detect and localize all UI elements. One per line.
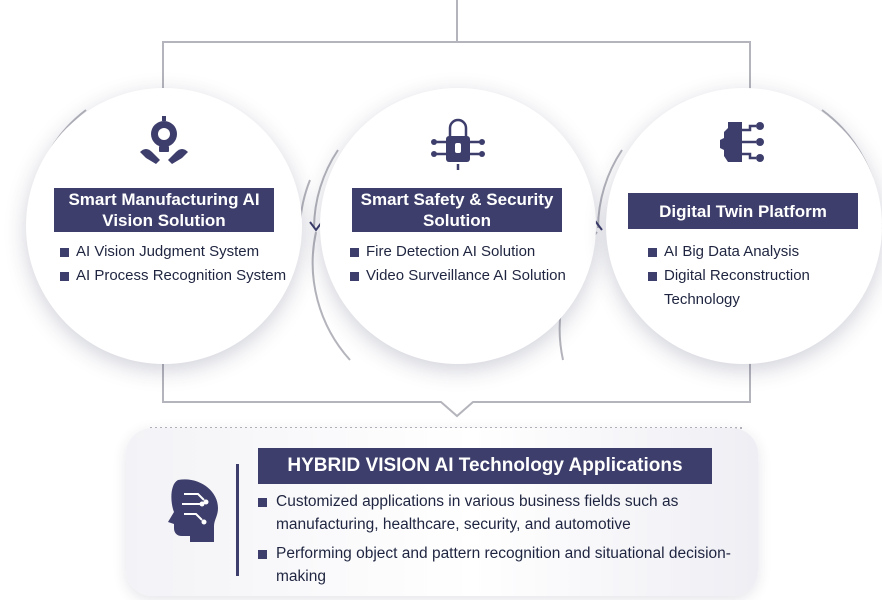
solution-title: Digital Twin Platform <box>628 193 858 229</box>
list-item: Customized applications in various busin… <box>258 490 748 536</box>
list-item: Digital Reconstruction Technology <box>648 264 868 312</box>
gear-network-icon <box>720 122 764 162</box>
divider <box>236 464 239 576</box>
list-item: AI Process Recognition System <box>60 264 290 288</box>
solution-card-digital-twin: Digital Twin Platform AI Big Data Analys… <box>606 88 882 364</box>
solution-card-manufacturing: Smart Manufacturing AI Vision Solution A… <box>26 88 302 364</box>
list-item: Fire Detection AI Solution <box>350 240 580 264</box>
list-item: Performing object and pattern recognitio… <box>258 542 748 588</box>
list-item: AI Big Data Analysis <box>648 240 868 264</box>
solution-title: Smart Manufacturing AI Vision Solution <box>54 188 274 232</box>
solution-title: Smart Safety & Security Solution <box>352 188 562 232</box>
circuit-lock-icon <box>431 118 485 170</box>
solution-card-safety-security: Smart Safety & Security Solution Fire De… <box>320 88 596 364</box>
list-item: AI Vision Judgment System <box>60 240 290 264</box>
gear-bulb-hands-icon <box>140 116 188 164</box>
applications-title: HYBRID VISION AI Technology Applications <box>258 448 712 484</box>
list-item: Video Surveillance AI Solution <box>350 264 580 288</box>
ai-head-icon <box>168 479 218 542</box>
